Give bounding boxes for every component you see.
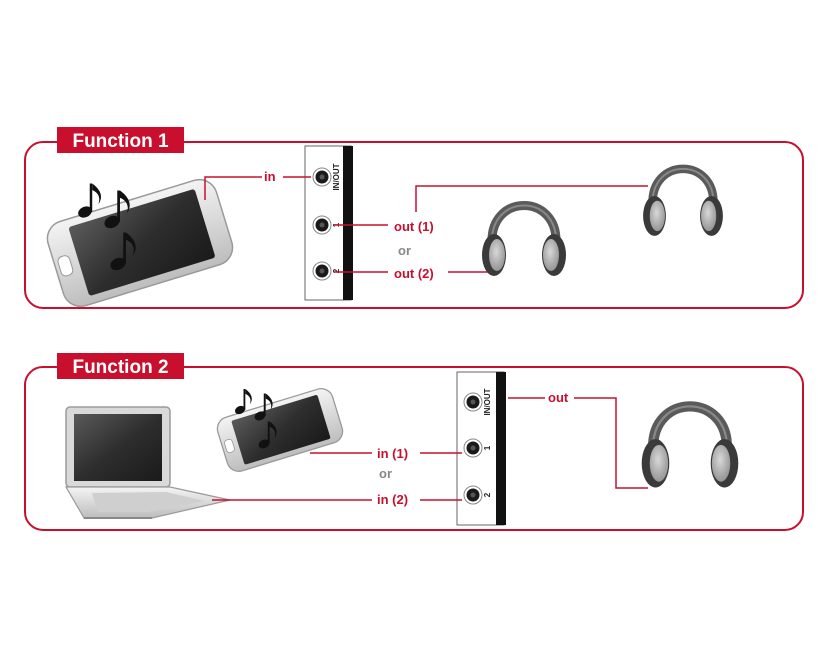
function2-panel: Function 2 IN/OUT 1 — [24, 353, 804, 531]
port-label-2: 2 — [483, 492, 492, 497]
smartphone-icon — [216, 388, 344, 472]
function2-wires — [212, 397, 648, 501]
in1-label: in (1) — [377, 446, 408, 461]
port-label-inout: IN/OUT — [483, 388, 492, 415]
function1-wires — [204, 176, 648, 273]
in-label: in — [264, 169, 276, 184]
port-label-1: 1 — [483, 445, 492, 450]
in2-label: in (2) — [377, 492, 408, 507]
out1-label: out (1) — [394, 219, 434, 234]
smartphone-icon — [46, 178, 234, 308]
function1-panel: Function 1 IN/OUT 1 2 — [24, 127, 804, 309]
function2-title: Function 2 — [72, 357, 168, 378]
splitter-icon: IN/OUT 1 2 — [304, 145, 353, 301]
out-label: out — [548, 390, 569, 405]
headphones-icon — [643, 169, 723, 236]
out2-label: out (2) — [394, 266, 434, 281]
laptop-icon — [64, 406, 231, 519]
splitter-icon: IN/OUT 1 2 — [456, 371, 506, 526]
or-label: or — [398, 243, 411, 258]
function1-title: Function 1 — [72, 131, 168, 152]
port-label-inout: IN/OUT — [332, 163, 341, 190]
or-label: or — [379, 466, 392, 481]
headphones-icon — [642, 406, 739, 487]
headphones-icon — [482, 206, 566, 277]
port-label-2: 2 — [332, 268, 341, 273]
